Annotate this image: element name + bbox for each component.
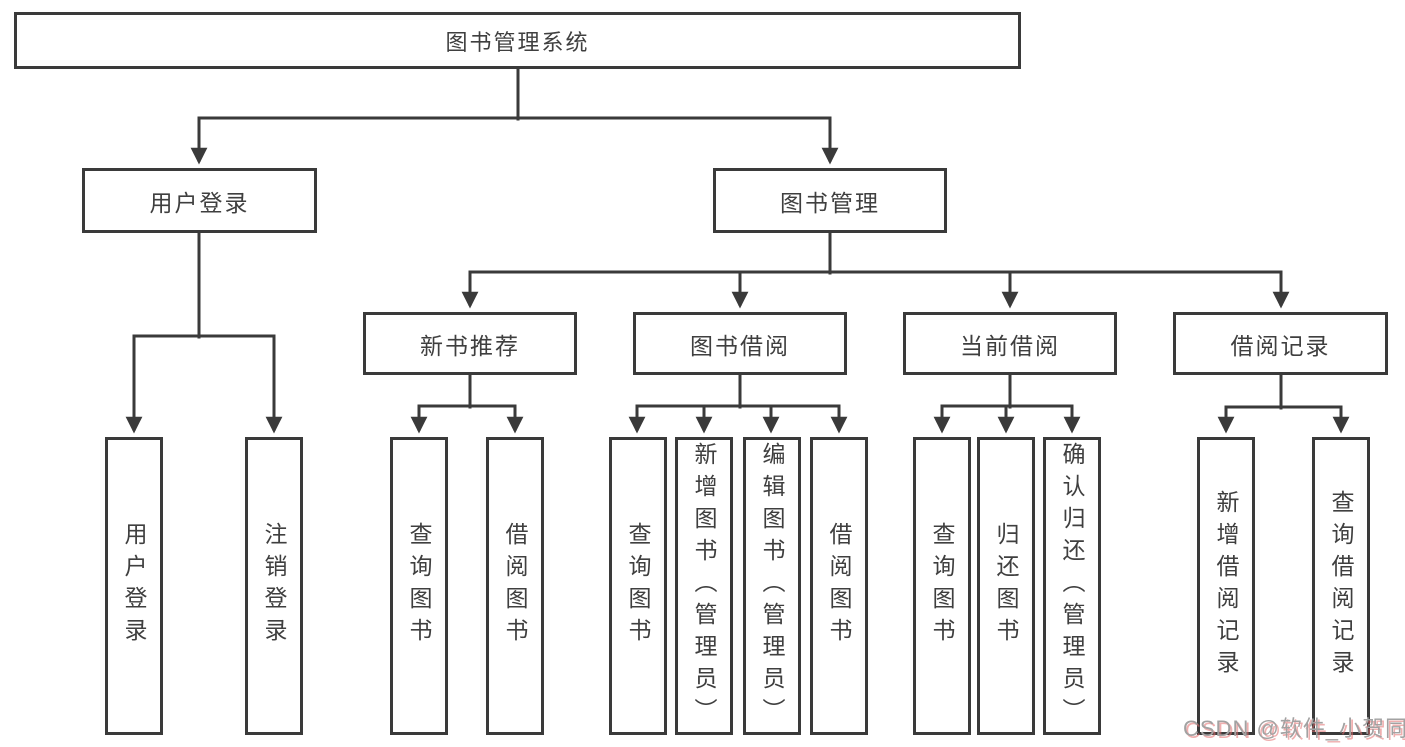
csdn-watermark: CSDN @软件_小贺同学	[1183, 716, 1405, 741]
leaf-query-books-current: 查询图书	[913, 437, 971, 735]
leaf-return-book: 归还图书	[977, 437, 1035, 735]
node-book-management: 图书管理	[713, 168, 947, 233]
leaf-add-borrow-record: 新增借阅记录	[1197, 437, 1255, 735]
leaf-edit-book-admin: 编辑图书（管理员）	[743, 437, 801, 735]
leaf-logout: 注销登录	[245, 437, 303, 735]
node-borrow-records: 借阅记录	[1173, 312, 1388, 375]
node-current-borrowing: 当前借阅	[903, 312, 1117, 375]
leaf-user-login: 用户登录	[105, 437, 163, 735]
leaf-borrow-books-recommend: 借阅图书	[486, 437, 544, 735]
node-user-login: 用户登录	[82, 168, 317, 233]
leaf-query-books-borrowing: 查询图书	[609, 437, 667, 735]
node-root-library-system: 图书管理系统	[14, 12, 1021, 69]
leaf-query-books-recommend: 查询图书	[390, 437, 448, 735]
leaf-add-book-admin: 新增图书（管理员）	[675, 437, 733, 735]
leaf-confirm-return-admin: 确认归还（管理员）	[1043, 437, 1101, 735]
leaf-query-borrow-record: 查询借阅记录	[1312, 437, 1370, 735]
node-book-borrowing: 图书借阅	[633, 312, 847, 375]
leaf-borrow-book: 借阅图书	[810, 437, 868, 735]
node-new-book-recommend: 新书推荐	[363, 312, 577, 375]
